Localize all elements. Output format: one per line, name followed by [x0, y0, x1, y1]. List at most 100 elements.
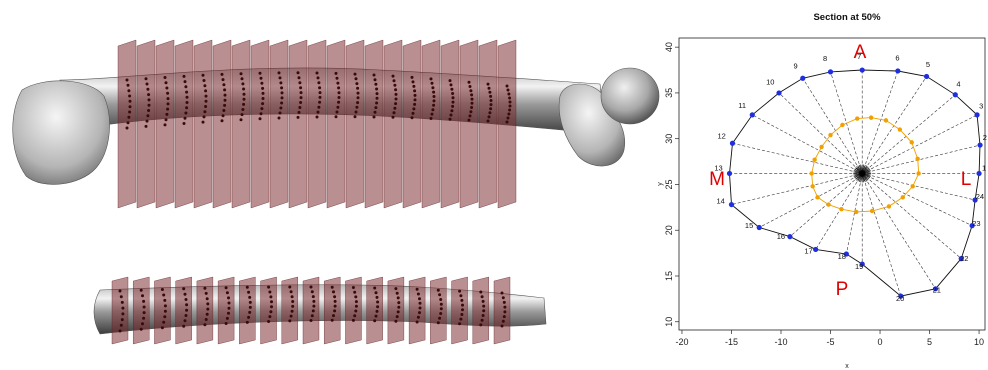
section-landmark-dot [489, 95, 492, 98]
section-landmark-dot [184, 319, 187, 322]
section-landmark-dot [281, 96, 284, 99]
section-landmark-dot [164, 304, 167, 307]
section-landmark-dot [269, 310, 272, 313]
landmark-label: 20 [896, 294, 904, 303]
section-landmark-dot [205, 95, 208, 98]
section-landmark-dot [357, 92, 360, 95]
section-landmark-dot [228, 307, 231, 310]
section-landmark-dot [161, 288, 164, 291]
x-tick-label: -10 [774, 337, 787, 347]
section-landmark-dot [412, 85, 415, 88]
section-plane [479, 40, 497, 208]
section-landmark-dot [333, 309, 336, 312]
section-landmark-dot [165, 87, 168, 90]
section-landmark-dot [509, 101, 512, 104]
section-landmark-dot [146, 114, 149, 117]
section-landmark-dot [205, 292, 208, 295]
section-landmark-dot [299, 86, 302, 89]
section-landmark-dot [291, 295, 294, 298]
landmark-label: 8 [823, 54, 827, 63]
landmark-label: 4 [956, 80, 960, 89]
section-landmark-dot [354, 115, 357, 118]
section-landmark-dot [503, 306, 506, 309]
section-landmark-dot [260, 107, 263, 110]
section-landmark-dot [352, 319, 355, 322]
section-landmark-dot [393, 79, 396, 82]
section-landmark-dot [450, 83, 453, 86]
section-landmark-dot [226, 291, 229, 294]
radial-spoke [862, 173, 975, 200]
section-landmark-dot [460, 313, 463, 316]
section-landmark-dot [352, 286, 355, 289]
endosteal-point [839, 207, 843, 211]
endosteal-point [855, 116, 859, 120]
section-landmark-dot [396, 315, 399, 318]
section-landmark-dot [482, 305, 485, 308]
landmark-label: 6 [895, 53, 899, 62]
section-landmark-dot [412, 112, 415, 115]
centroid-point [859, 170, 865, 176]
section-landmark-dot [206, 297, 209, 300]
section-plane [137, 40, 155, 208]
section-landmark-dot [333, 295, 336, 298]
section-landmark-dot [469, 114, 472, 117]
endosteal-point [840, 123, 844, 127]
section-landmark-dot [507, 117, 510, 120]
section-landmark-dot [205, 318, 208, 321]
section-landmark-dot [502, 320, 505, 323]
section-landmark-dot [376, 301, 379, 304]
section-landmark-dot [396, 292, 399, 295]
section-landmark-dot [121, 301, 124, 304]
section-landmark-dot [312, 305, 315, 308]
section-landmark-dot [437, 289, 440, 292]
section-landmark-dot [278, 117, 281, 120]
section-landmark-dot [290, 290, 293, 293]
endosteal-point [887, 204, 891, 208]
section-landmark-dot [336, 77, 339, 80]
section-landmark-dot [167, 102, 170, 105]
section-landmark-dot [291, 305, 294, 308]
section-landmark-dot [411, 116, 414, 119]
section-landmark-dot [166, 108, 169, 111]
section-landmark-dot [183, 75, 186, 78]
section-landmark-dot [290, 315, 293, 318]
section-landmark-dot [431, 82, 434, 85]
section-plane [409, 277, 425, 344]
section-landmark-dot [469, 110, 472, 113]
section-landmark-dot [458, 322, 461, 325]
section-landmark-dot [268, 315, 271, 318]
y-tick-label: 35 [664, 88, 674, 98]
section-landmark-dot [249, 306, 252, 309]
section-landmark-dot [298, 111, 301, 114]
section-plane [403, 40, 421, 208]
x-tick-label: 0 [878, 337, 883, 347]
section-landmark-dot [338, 96, 341, 99]
endosteal-point [910, 140, 914, 144]
section-landmark-dot [127, 84, 130, 87]
y-tick-label: 15 [664, 271, 674, 281]
section-landmark-dot [206, 313, 209, 316]
section-plane [112, 277, 128, 344]
section-landmark-dot [414, 98, 417, 101]
section-plane [213, 40, 231, 208]
section-landmark-dot [128, 111, 131, 114]
section-landmark-dot [432, 104, 435, 107]
section-landmark-dot [297, 116, 300, 119]
section-landmark-dot [243, 98, 246, 101]
section-landmark-dot [203, 84, 206, 87]
section-landmark-dot [163, 299, 166, 302]
section-landmark-dot [186, 101, 189, 104]
section-plane [194, 40, 212, 208]
section-landmark-dot [394, 287, 397, 290]
section-landmark-dot [182, 325, 185, 328]
endosteal-point [809, 171, 813, 175]
section-landmark-dot [146, 83, 149, 86]
periosteal-point [730, 141, 735, 146]
section-landmark-dot [141, 322, 144, 325]
periosteal-point [757, 225, 762, 230]
section-landmark-dot [226, 317, 229, 320]
landmark-label: 24 [976, 192, 984, 201]
section-landmark-dot [332, 290, 335, 293]
periosteal-point [860, 67, 865, 72]
section-landmark-dot [461, 308, 464, 311]
